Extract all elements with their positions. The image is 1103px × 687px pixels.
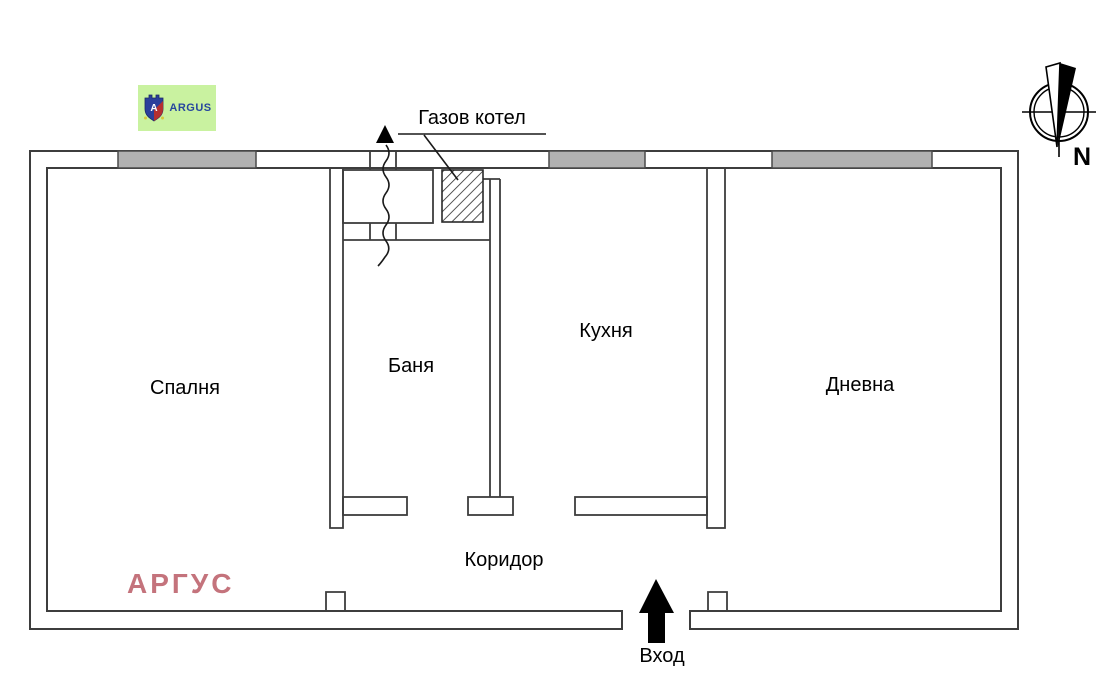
- logo-text: ARGUS: [169, 102, 212, 114]
- room-label-bathroom: Баня: [387, 355, 435, 377]
- boiler-label: Газов котел: [418, 107, 526, 129]
- kitchen-window: [548, 150, 646, 169]
- room-label-bedroom: Спалня: [150, 377, 220, 399]
- interior-walls: [325, 151, 728, 611]
- compass-north-label: N: [1072, 143, 1092, 171]
- room-label-kitchen: Кухня: [579, 320, 633, 342]
- entrance-gap-caps: [621, 610, 691, 629]
- logo-shield-icon: A: [144, 94, 165, 122]
- flue-arrow-icon: [376, 125, 394, 143]
- outer-wall: [29, 150, 1019, 630]
- watermark-text: АРГУС: [127, 568, 235, 599]
- boiler-leader-line: [423, 134, 459, 181]
- compass-rose-icon: [1022, 61, 1096, 157]
- boiler-leader: [398, 133, 546, 181]
- entrance-label: Вход: [639, 645, 685, 667]
- living-room-window: [771, 150, 933, 169]
- entrance-arrow-icon: [639, 579, 674, 643]
- bedroom-window: [117, 150, 257, 169]
- room-label-living: Дневна: [825, 374, 895, 396]
- gas-boiler-symbol: [441, 169, 484, 223]
- agency-logo: A ARGUS: [138, 85, 216, 131]
- flue-line: [377, 144, 390, 267]
- svg-text:A: A: [151, 103, 158, 114]
- room-label-corridor: Коридор: [464, 549, 544, 571]
